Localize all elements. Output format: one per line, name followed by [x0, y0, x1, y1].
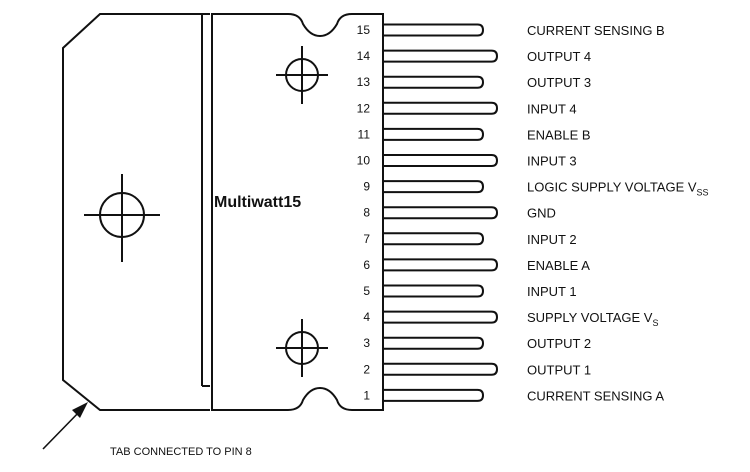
tab-note: TAB CONNECTED TO PIN 8 — [110, 446, 252, 458]
heatsink-tab — [62, 13, 210, 411]
pin-number: 12 — [357, 101, 371, 115]
pin-lead — [383, 284, 485, 298]
pin-label-text: OUTPUT 3 — [527, 75, 591, 90]
pin-label-subscript: SS — [697, 188, 709, 198]
lower-mounting-hole-icon — [276, 319, 328, 377]
pin-number: 15 — [357, 23, 371, 37]
pin-label-text: SUPPLY VOLTAGE V — [527, 310, 653, 325]
pin-number: 2 — [363, 362, 370, 376]
pin-label-text: INPUT 2 — [527, 232, 577, 247]
pin-number: 10 — [357, 154, 371, 168]
pin-label-text: ENABLE A — [527, 258, 590, 273]
pin-label: GND — [527, 206, 556, 221]
pin-lead — [383, 310, 499, 324]
pin-lead — [383, 127, 485, 141]
tab-mounting-hole-icon — [84, 174, 160, 262]
pin-number: 5 — [363, 284, 370, 298]
pin-number: 4 — [363, 310, 370, 324]
pin-number: 7 — [363, 232, 370, 246]
pin-number: 8 — [363, 206, 370, 220]
pin-label: INPUT 4 — [527, 101, 577, 116]
pin-lead — [383, 362, 499, 376]
pin-lead — [383, 232, 485, 246]
pin-label: OUTPUT 1 — [527, 362, 591, 377]
pin-lead — [383, 49, 499, 63]
pin-lead — [383, 206, 499, 220]
pin-number: 14 — [357, 49, 371, 63]
pin-lead — [383, 154, 499, 167]
pin-number: 6 — [363, 258, 370, 272]
pin-label-subscript: S — [652, 318, 658, 328]
pin-number: 1 — [363, 388, 370, 402]
pin-label-text: ENABLE B — [527, 127, 591, 142]
pin-label-text: INPUT 1 — [527, 284, 577, 299]
pin-label-text: CURRENT SENSING B — [527, 23, 665, 38]
pin-label: CURRENT SENSING B — [527, 23, 665, 38]
package-name: Multiwatt15 — [214, 194, 301, 211]
upper-mounting-hole-icon — [276, 46, 328, 104]
pin-label-text: CURRENT SENSING A — [527, 388, 664, 403]
pin-lead — [383, 388, 485, 402]
pin-label: ENABLE A — [527, 258, 590, 273]
pin-label: INPUT 1 — [527, 284, 577, 299]
pin-label-text: OUTPUT 4 — [527, 49, 591, 64]
pin-label: INPUT 3 — [527, 154, 577, 169]
pin-label-text: GND — [527, 206, 556, 221]
pin-label: CURRENT SENSING A — [527, 388, 664, 403]
pin-label: ENABLE B — [527, 127, 591, 142]
pin-number: 3 — [363, 336, 370, 350]
pin-label: INPUT 2 — [527, 232, 577, 247]
pin-label: LOGIC SUPPLY VOLTAGE VSS — [527, 180, 709, 198]
pin-label: OUTPUT 3 — [527, 75, 591, 90]
pin-label: SUPPLY VOLTAGE VS — [527, 310, 659, 328]
pin-lead — [383, 336, 485, 350]
pin-label: OUTPUT 4 — [527, 49, 591, 64]
pin-lead — [383, 101, 499, 115]
pin-label-text: OUTPUT 2 — [527, 336, 591, 351]
pin-label-text: LOGIC SUPPLY VOLTAGE V — [527, 180, 697, 195]
pin-lead — [383, 258, 499, 272]
pin-number: 13 — [357, 75, 371, 89]
pin-number: 11 — [358, 127, 371, 141]
pin-label-text: INPUT 3 — [527, 154, 577, 169]
pin-lead — [383, 75, 485, 89]
pin-label-text: INPUT 4 — [527, 101, 577, 116]
pin-lead — [383, 180, 485, 194]
pin-lead — [383, 23, 485, 37]
pin-label: OUTPUT 2 — [527, 336, 591, 351]
pin-label-text: OUTPUT 1 — [527, 362, 591, 377]
tab-note-arrow-icon — [42, 402, 88, 450]
pin-number: 9 — [363, 180, 370, 194]
package-body — [211, 13, 384, 411]
